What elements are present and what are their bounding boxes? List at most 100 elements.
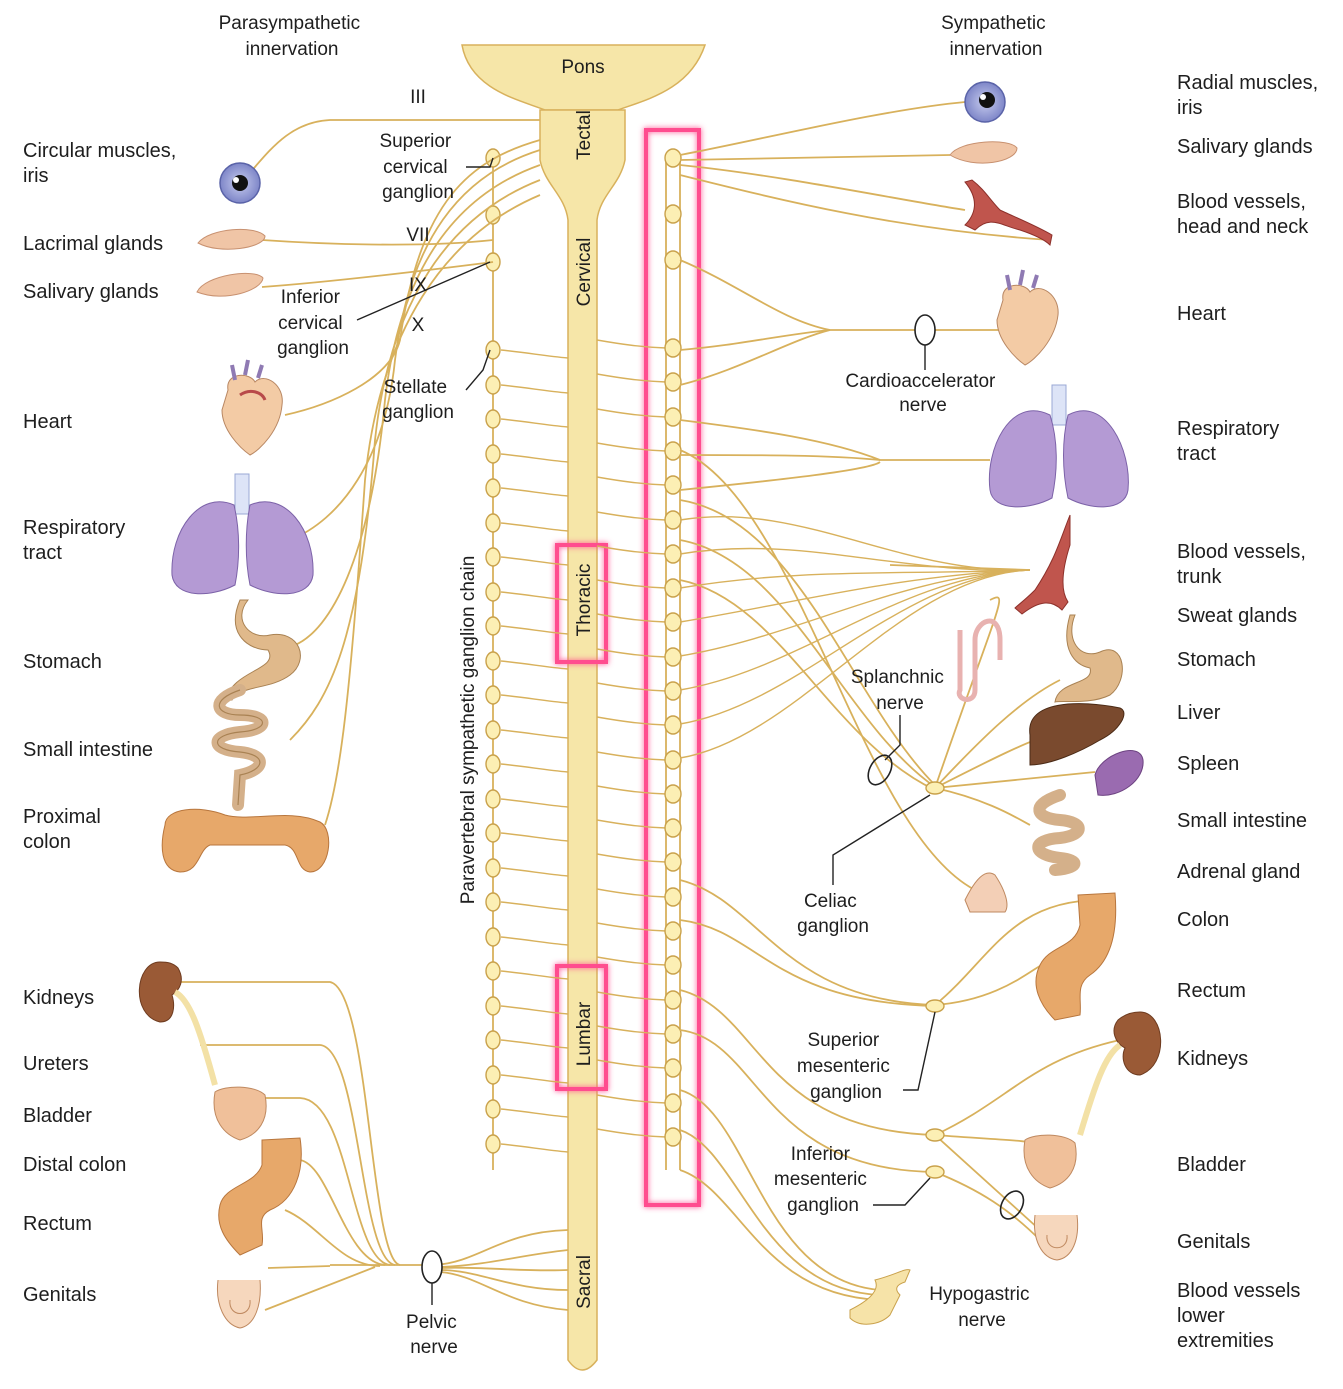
right-organ-label-1: Salivary glands <box>1177 136 1313 158</box>
left-chain-ganglion <box>486 928 500 946</box>
right-chain-ganglion <box>665 205 681 223</box>
parasympathetic-header: Parasympathetic innervation <box>219 13 366 60</box>
left-rung <box>501 350 568 358</box>
sacral-label: Sacral <box>574 1255 595 1309</box>
right-rung <box>597 443 666 451</box>
tectal-label: Tectal <box>574 110 595 160</box>
eye-icon <box>220 163 260 203</box>
right-organ-label-13: Rectum <box>1177 980 1246 1002</box>
left-chain-ganglion <box>486 1100 500 1118</box>
right-chain-ganglion <box>665 373 681 391</box>
hypogastric-nerve-label: Hypogastric nerve <box>929 1284 1035 1331</box>
right-chain-ganglion <box>665 819 681 837</box>
salivary-gland-right-icon <box>950 142 1017 163</box>
right-organ-label-5: Blood vessels,trunk <box>1177 541 1306 588</box>
right-organ-label-8: Liver <box>1177 702 1221 724</box>
left-rung <box>501 523 568 531</box>
left-organ-label-5: Stomach <box>23 651 102 673</box>
right-rung <box>597 477 666 485</box>
leg-vessels-icon <box>850 1270 910 1325</box>
bladder-icon-right <box>1024 1135 1076 1188</box>
heart-icon <box>222 360 282 455</box>
lacrimal-gland-icon <box>198 229 265 249</box>
left-chain-ganglion <box>486 790 500 808</box>
cardioaccelerator-nerve-marker <box>915 315 935 345</box>
left-organ-label-8: Kidneys <box>23 987 94 1009</box>
cranial-nerve-iii: III <box>410 87 426 108</box>
left-chain-ganglion <box>486 617 500 635</box>
right-rung <box>597 1095 666 1103</box>
left-chain-ganglion <box>486 376 500 394</box>
pelvic-nerve-label: Pelvic nerve <box>406 1312 462 1358</box>
right-rung <box>597 889 666 897</box>
right-chain-ganglion <box>665 922 681 940</box>
right-organ-label-16: Genitals <box>1177 1231 1250 1253</box>
right-organ-label-0: Radial muscles,iris <box>1177 72 1318 119</box>
genitals-icon <box>217 1280 260 1328</box>
right-chain-ganglion <box>665 408 681 426</box>
right-chain-ganglion <box>665 476 681 494</box>
thoracic-label: Thoracic <box>574 564 595 637</box>
right-rung <box>597 717 666 725</box>
right-rung <box>597 409 666 417</box>
left-chain-ganglion <box>486 479 500 497</box>
adrenal-gland-icon <box>965 873 1007 912</box>
liver-icon <box>1030 704 1124 765</box>
left-chain-ganglion <box>486 1031 500 1049</box>
right-chain-ganglion <box>665 613 681 631</box>
lungs-icon <box>172 474 313 594</box>
right-rung <box>597 683 666 691</box>
right-chain-ganglion <box>665 442 681 460</box>
right-organ-label-9: Spleen <box>1177 753 1239 775</box>
superior-cervical-ganglion-label: Superior cervical ganglion <box>379 131 456 203</box>
left-organ-label-1: Lacrimal glands <box>23 233 163 255</box>
left-chain-ganglion <box>486 1135 500 1153</box>
left-rung <box>501 937 568 945</box>
superior-mesenteric-ganglion-node <box>926 1000 944 1012</box>
salivary-gland-icon <box>197 273 263 296</box>
left-chain-ganglion <box>486 445 500 463</box>
left-chain-ganglion <box>486 755 500 773</box>
lumbar-label: Lumbar <box>574 1001 595 1066</box>
distal-colon-rectum-icon <box>219 1138 302 1255</box>
pelvic-nerve-marker <box>422 1251 442 1283</box>
right-chain-ganglion <box>665 751 681 769</box>
right-rung <box>597 512 666 520</box>
cranial-nerve-vii: VII <box>406 225 429 246</box>
left-rung <box>501 1109 568 1117</box>
chain-label: Paravertebral sympathetic ganglion chain <box>458 556 479 905</box>
left-organ-label-12: Rectum <box>23 1213 92 1235</box>
right-rung <box>597 786 666 794</box>
left-chain-ganglion <box>486 1066 500 1084</box>
right-chain-ganglion <box>665 682 681 700</box>
left-organ-label-10: Bladder <box>23 1105 92 1127</box>
left-rung <box>501 454 568 462</box>
cervical-label: Cervical <box>574 238 595 307</box>
right-chain-ganglion <box>665 339 681 357</box>
eye-icon-right <box>965 82 1005 122</box>
right-organ-label-6: Sweat glands <box>1177 605 1297 627</box>
left-chain-ganglion <box>486 583 500 601</box>
left-chain-ganglion <box>486 721 500 739</box>
left-chain-ganglion <box>486 652 500 670</box>
left-chain-ganglion <box>486 824 500 842</box>
left-organ-label-2: Salivary glands <box>23 281 159 303</box>
inferior-mesenteric-ganglion-upper <box>926 1129 944 1141</box>
kidney-icon <box>139 962 215 1085</box>
right-chain-ganglion <box>665 511 681 529</box>
left-rung <box>501 695 568 703</box>
right-organ-label-14: Kidneys <box>1177 1048 1248 1070</box>
left-rung <box>501 868 568 876</box>
heart-icon-right <box>997 270 1058 365</box>
celiac-ganglion-node <box>926 782 944 794</box>
left-chain-ganglion <box>486 686 500 704</box>
left-rung <box>501 385 568 393</box>
genitals-icon-right <box>1034 1215 1077 1260</box>
left-chain-ganglion <box>486 410 500 428</box>
left-organ-label-13: Genitals <box>23 1284 96 1306</box>
lungs-icon-right <box>989 385 1128 507</box>
left-organ-label-4: Respiratorytract <box>23 517 125 564</box>
